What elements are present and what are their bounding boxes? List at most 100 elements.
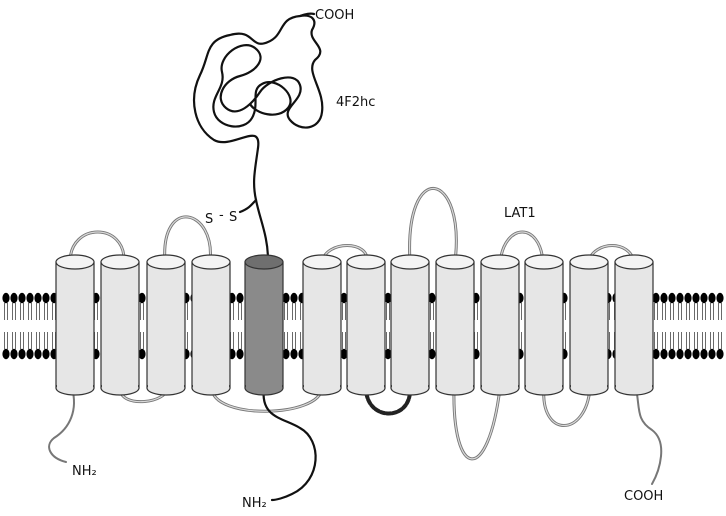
hc-globular-domain — [192, 14, 324, 150]
helix-lat1-tm — [302, 254, 342, 396]
helix-cap-mask — [348, 380, 384, 388]
helix-top-cap — [614, 254, 654, 270]
hc-nh2-label: NH₂ — [242, 496, 267, 511]
loop-ic-2-core — [211, 387, 323, 412]
helix-top-cap — [191, 254, 231, 270]
helix-top-cap — [524, 254, 564, 270]
lipid-head — [18, 348, 26, 360]
helix-lat1-tm — [191, 254, 231, 396]
loop-ec-4-core — [409, 187, 457, 263]
disulfide-s2: S — [229, 210, 237, 225]
extracellular-loops — [68, 186, 636, 264]
lipid-head — [708, 292, 716, 304]
helix-body — [346, 261, 386, 389]
heavy-chain-label: 4F2hc — [336, 95, 375, 110]
helix-lat1-tm — [100, 254, 140, 396]
helix-cap-mask — [571, 380, 607, 388]
lipid-head — [10, 348, 18, 360]
lipid-head — [684, 292, 692, 304]
lipid-head — [700, 292, 708, 304]
helix-body — [614, 261, 654, 389]
helix-lat1-tm — [614, 254, 654, 396]
lipid-tails-bottom — [4, 332, 722, 349]
helix-lat1-tm — [569, 254, 609, 396]
lipid-head — [684, 348, 692, 360]
lipid-head — [34, 348, 42, 360]
helix-cap-mask — [482, 380, 518, 388]
helix-lat1-tm — [524, 254, 564, 396]
helix-top-cap — [390, 254, 430, 270]
lipid-head — [340, 292, 348, 304]
helix-top-cap — [244, 254, 284, 270]
transmembrane-helices — [55, 254, 654, 396]
lipid-head — [716, 292, 724, 304]
loop-ec-4 — [408, 186, 458, 264]
lipid-head — [676, 292, 684, 304]
helix-body — [55, 261, 95, 389]
helix-body — [524, 261, 564, 389]
lipid-head — [692, 292, 700, 304]
hc-stalk — [252, 146, 270, 262]
lipid-head — [340, 348, 348, 360]
lipid-head — [708, 348, 716, 360]
lipid-head — [2, 292, 10, 304]
lipid-head — [290, 348, 298, 360]
helix-cap-mask — [392, 380, 428, 388]
lipid-head — [660, 348, 668, 360]
lipid-head — [2, 348, 10, 360]
helix-cap-mask — [616, 380, 652, 388]
helix-cap-mask — [437, 380, 473, 388]
lipid-head — [700, 348, 708, 360]
light-chain-label: LAT1 — [504, 206, 536, 221]
loop-ec-2-core — [164, 216, 211, 263]
disulfide-bridge-arm — [238, 198, 258, 214]
lipid-head — [660, 292, 668, 304]
helix-top-cap — [435, 254, 475, 270]
helix-body — [100, 261, 140, 389]
helix-top-cap — [480, 254, 520, 270]
helix-top-cap — [55, 254, 95, 270]
helix-4f2hc-tm — [244, 254, 284, 396]
disulfide-s1: S — [205, 212, 213, 227]
lipid-head — [236, 348, 244, 360]
hc-cytoplasmic-tail — [262, 386, 317, 502]
lat1-c-terminus — [635, 387, 663, 485]
lipid-head — [42, 348, 50, 360]
lipid-head — [716, 348, 724, 360]
lipid-head — [290, 292, 298, 304]
lipid-head — [26, 348, 34, 360]
helix-body — [302, 261, 342, 389]
lipid-head — [282, 348, 290, 360]
lipid-head — [692, 348, 700, 360]
loop-ec-1-core — [69, 231, 125, 263]
lipid-head — [428, 348, 436, 360]
helix-top-cap — [569, 254, 609, 270]
lipid-head — [652, 292, 660, 304]
helix-lat1-tm — [390, 254, 430, 396]
lipid-head — [138, 348, 146, 360]
loop-ic-beaded — [364, 386, 413, 416]
loop-ec-5-core — [499, 231, 544, 263]
helix-cap-mask — [304, 380, 340, 388]
lipid-head — [282, 292, 290, 304]
lipid-head — [384, 292, 392, 304]
lipid-head — [236, 292, 244, 304]
lipid-head — [652, 348, 660, 360]
lipid-head — [668, 292, 676, 304]
helix-body — [569, 261, 609, 389]
loop-ic-4-core — [543, 387, 591, 426]
lipid-head — [138, 292, 146, 304]
helix-lat1-tm — [480, 254, 520, 396]
helix-lat1-tm — [346, 254, 386, 396]
lipid-head — [10, 292, 18, 304]
hc-cooh-label: COOH — [315, 8, 354, 23]
disulfide-dash: - — [219, 208, 224, 223]
protein-chains — [192, 12, 324, 502]
helix-body — [390, 261, 430, 389]
lat1-cooh-label: COOH — [624, 489, 663, 504]
helix-cap-mask — [246, 380, 282, 388]
lat1-termini — [48, 387, 663, 485]
helix-top-cap — [346, 254, 386, 270]
helix-cap-mask — [148, 380, 184, 388]
